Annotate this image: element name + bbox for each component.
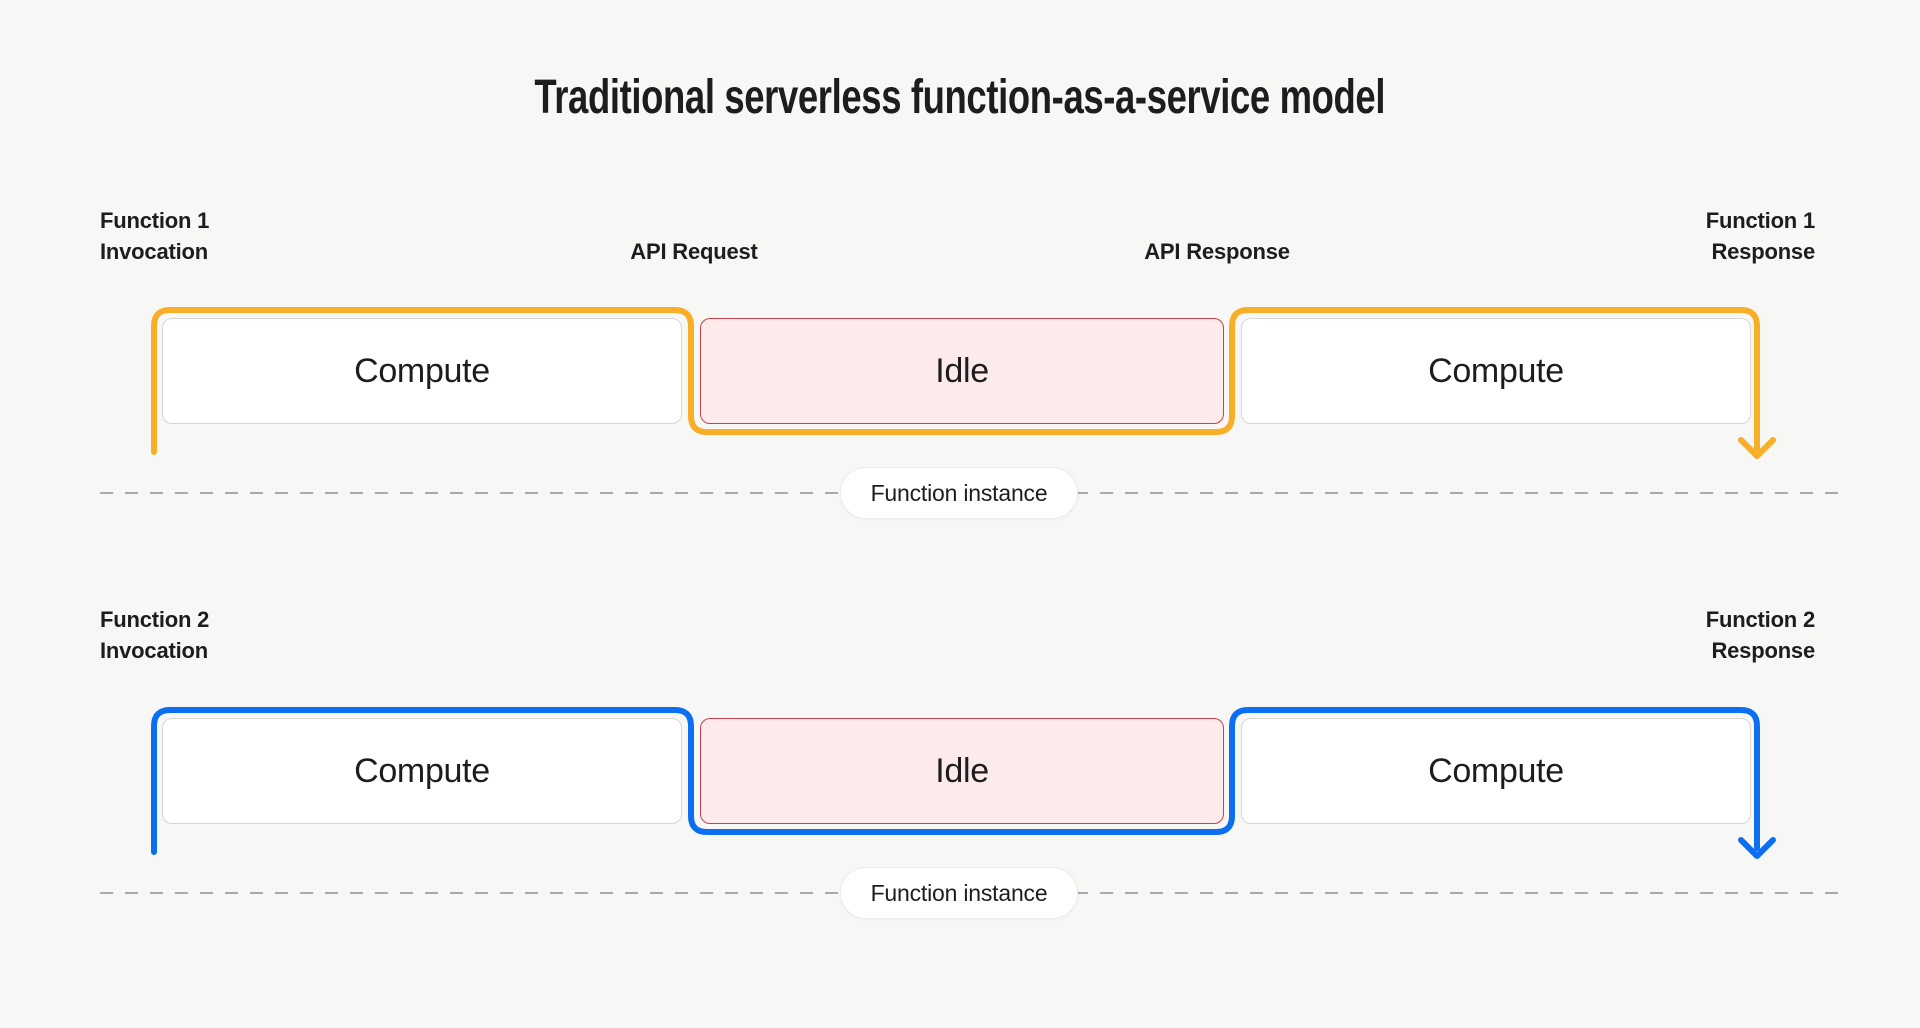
function-1-idle-box: Idle <box>700 318 1224 424</box>
function-2-invocation-line1: Function 2 <box>100 607 210 632</box>
function-2-compute-box-2: Compute <box>1241 718 1751 824</box>
function-2-response-label: Function 2 Response <box>1706 604 1815 666</box>
compute-label: Compute <box>1428 351 1564 390</box>
idle-label: Idle <box>935 751 989 790</box>
function-2-instance-pill: Function instance <box>840 867 1078 919</box>
compute-label: Compute <box>354 751 490 790</box>
diagram-title-text: Traditional serverless function-as-a-ser… <box>534 71 1386 124</box>
function-1-invocation-line2: Invocation <box>100 239 209 264</box>
function-1-flow-path <box>151 307 1760 455</box>
function-instance-label: Function instance <box>870 879 1048 906</box>
function-1-response-line2: Response <box>1711 239 1815 264</box>
function-instance-label: Function instance <box>870 479 1048 506</box>
compute-label: Compute <box>1428 751 1564 790</box>
function-2-response-line1: Function 2 <box>1705 607 1815 632</box>
function-1-instance-pill: Function instance <box>840 467 1078 519</box>
function-2-invocation-line2: Invocation <box>100 638 209 663</box>
function-2-idle-box: Idle <box>700 718 1224 824</box>
compute-label: Compute <box>354 351 490 390</box>
function-1-invocation-line1: Function 1 <box>100 208 210 233</box>
function-2-arrow-down-icon <box>1738 837 1776 859</box>
function-1-arrow-down-icon <box>1738 437 1776 459</box>
idle-label: Idle <box>935 351 989 390</box>
function-2-invocation-label: Function 2 Invocation <box>100 604 209 666</box>
function-2-response-line2: Response <box>1711 638 1815 663</box>
diagram-title: Traditional serverless function-as-a-ser… <box>0 70 1920 125</box>
function-1-compute-box-1: Compute <box>162 318 682 424</box>
function-1-invocation-label: Function 1 Invocation <box>100 205 209 267</box>
function-1-response-line1: Function 1 <box>1705 208 1815 233</box>
function-2-flow-path <box>151 707 1760 855</box>
function-1-compute-box-2: Compute <box>1241 318 1751 424</box>
function-2-compute-box-1: Compute <box>162 718 682 824</box>
api-request-label: API Request <box>630 239 758 264</box>
function-1-response-label: Function 1 Response <box>1706 205 1815 267</box>
api-response-label: API Response <box>1144 239 1290 264</box>
